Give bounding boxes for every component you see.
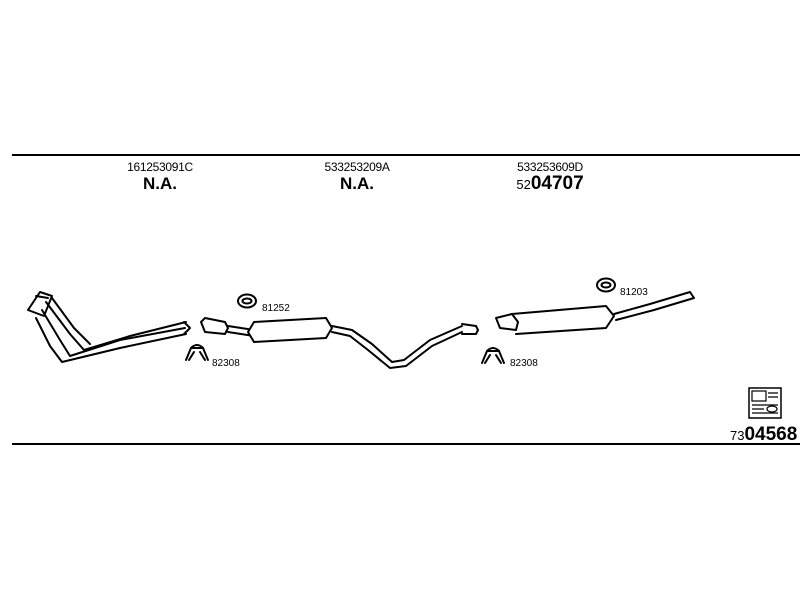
set-code: 7304568 [730,424,797,446]
middle-silencer-drawing [200,317,479,369]
callout-mount-right-label: 81203 [620,287,648,298]
part-number: 533253609D [517,160,583,174]
clamp-right-icon [481,347,505,364]
rear-silencer-drawing [495,291,695,335]
clamp-left-icon [185,344,209,361]
bottom-divider-line [12,443,800,445]
kit-box-icon [748,387,782,419]
part-number: 533253209A [324,160,390,174]
callout-clamp-left-label: 82308 [212,358,240,369]
part-front-pipe: 161253091C N.A. [90,160,230,193]
top-divider-line [12,154,800,156]
mount-left-icon [237,293,257,309]
front-pipe-drawing [27,291,191,363]
part-code: N.A. [143,174,177,193]
part-code: N.A. [340,174,374,193]
mount-right-icon [596,277,616,293]
set-code-prefix: 73 [730,428,745,443]
set-code-main: 04568 [744,424,798,445]
part-rear-silencer: 533253609D 5204707 [480,160,620,194]
part-number: 161253091C [127,160,193,174]
part-middle-silencer: 533253209A N.A. [287,160,427,193]
callout-clamp-right-label: 82308 [510,358,538,369]
code-prefix: 52 [516,177,531,192]
part-code: 5204707 [480,173,620,194]
callout-mount-left-label: 81252 [262,303,290,314]
code-main: 04707 [530,173,584,194]
